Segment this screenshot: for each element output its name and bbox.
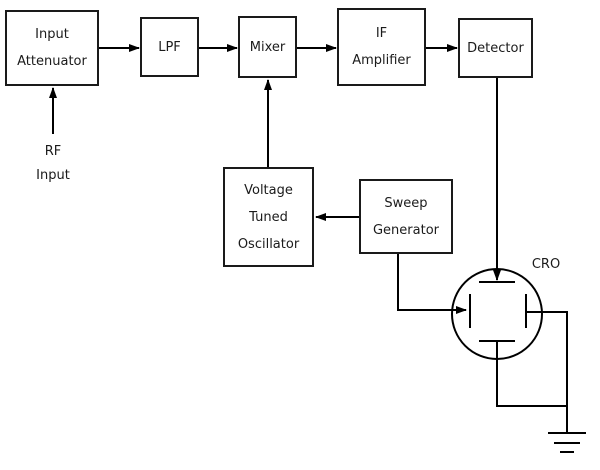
wire-cro-right-plate-to-ground bbox=[526, 311, 568, 433]
block-label: Voltage bbox=[244, 182, 293, 198]
block-label: Mixer bbox=[249, 39, 286, 55]
cro-label: CRO bbox=[531, 257, 561, 272]
block-label: Tuned bbox=[249, 209, 288, 225]
block-mixer: Mixer bbox=[238, 16, 297, 78]
arrow-sweep-generator-to-cro bbox=[397, 254, 467, 314]
block-label: Sweep bbox=[384, 195, 428, 211]
rf-input-label: RF Input bbox=[13, 140, 93, 188]
block-sweep-generator: Sweep Generator bbox=[359, 179, 453, 254]
rf-input-label-line2: Input bbox=[36, 168, 70, 183]
block-if-amplifier: IF Amplifier bbox=[337, 8, 426, 86]
block-lpf: LPF bbox=[140, 17, 199, 77]
block-label: Oscillator bbox=[237, 236, 300, 252]
block-label: IF bbox=[375, 26, 388, 41]
rf-input-label-line1: RF bbox=[44, 144, 62, 159]
block-label: Amplifier bbox=[352, 53, 411, 68]
block-input-attenuator: Input Attenuator bbox=[5, 10, 99, 86]
block-label: LPF bbox=[158, 39, 181, 55]
block-label: Generator bbox=[372, 222, 439, 238]
block-label: Detector bbox=[467, 40, 524, 56]
wire-cro-bottom-plate-to-ground bbox=[496, 341, 567, 407]
block-label: Attenuator bbox=[17, 54, 87, 69]
block-detector: Detector bbox=[458, 18, 533, 78]
block-label: Input bbox=[35, 27, 69, 42]
block-voltage-tuned-oscillator: Voltage Tuned Oscillator bbox=[223, 167, 314, 267]
